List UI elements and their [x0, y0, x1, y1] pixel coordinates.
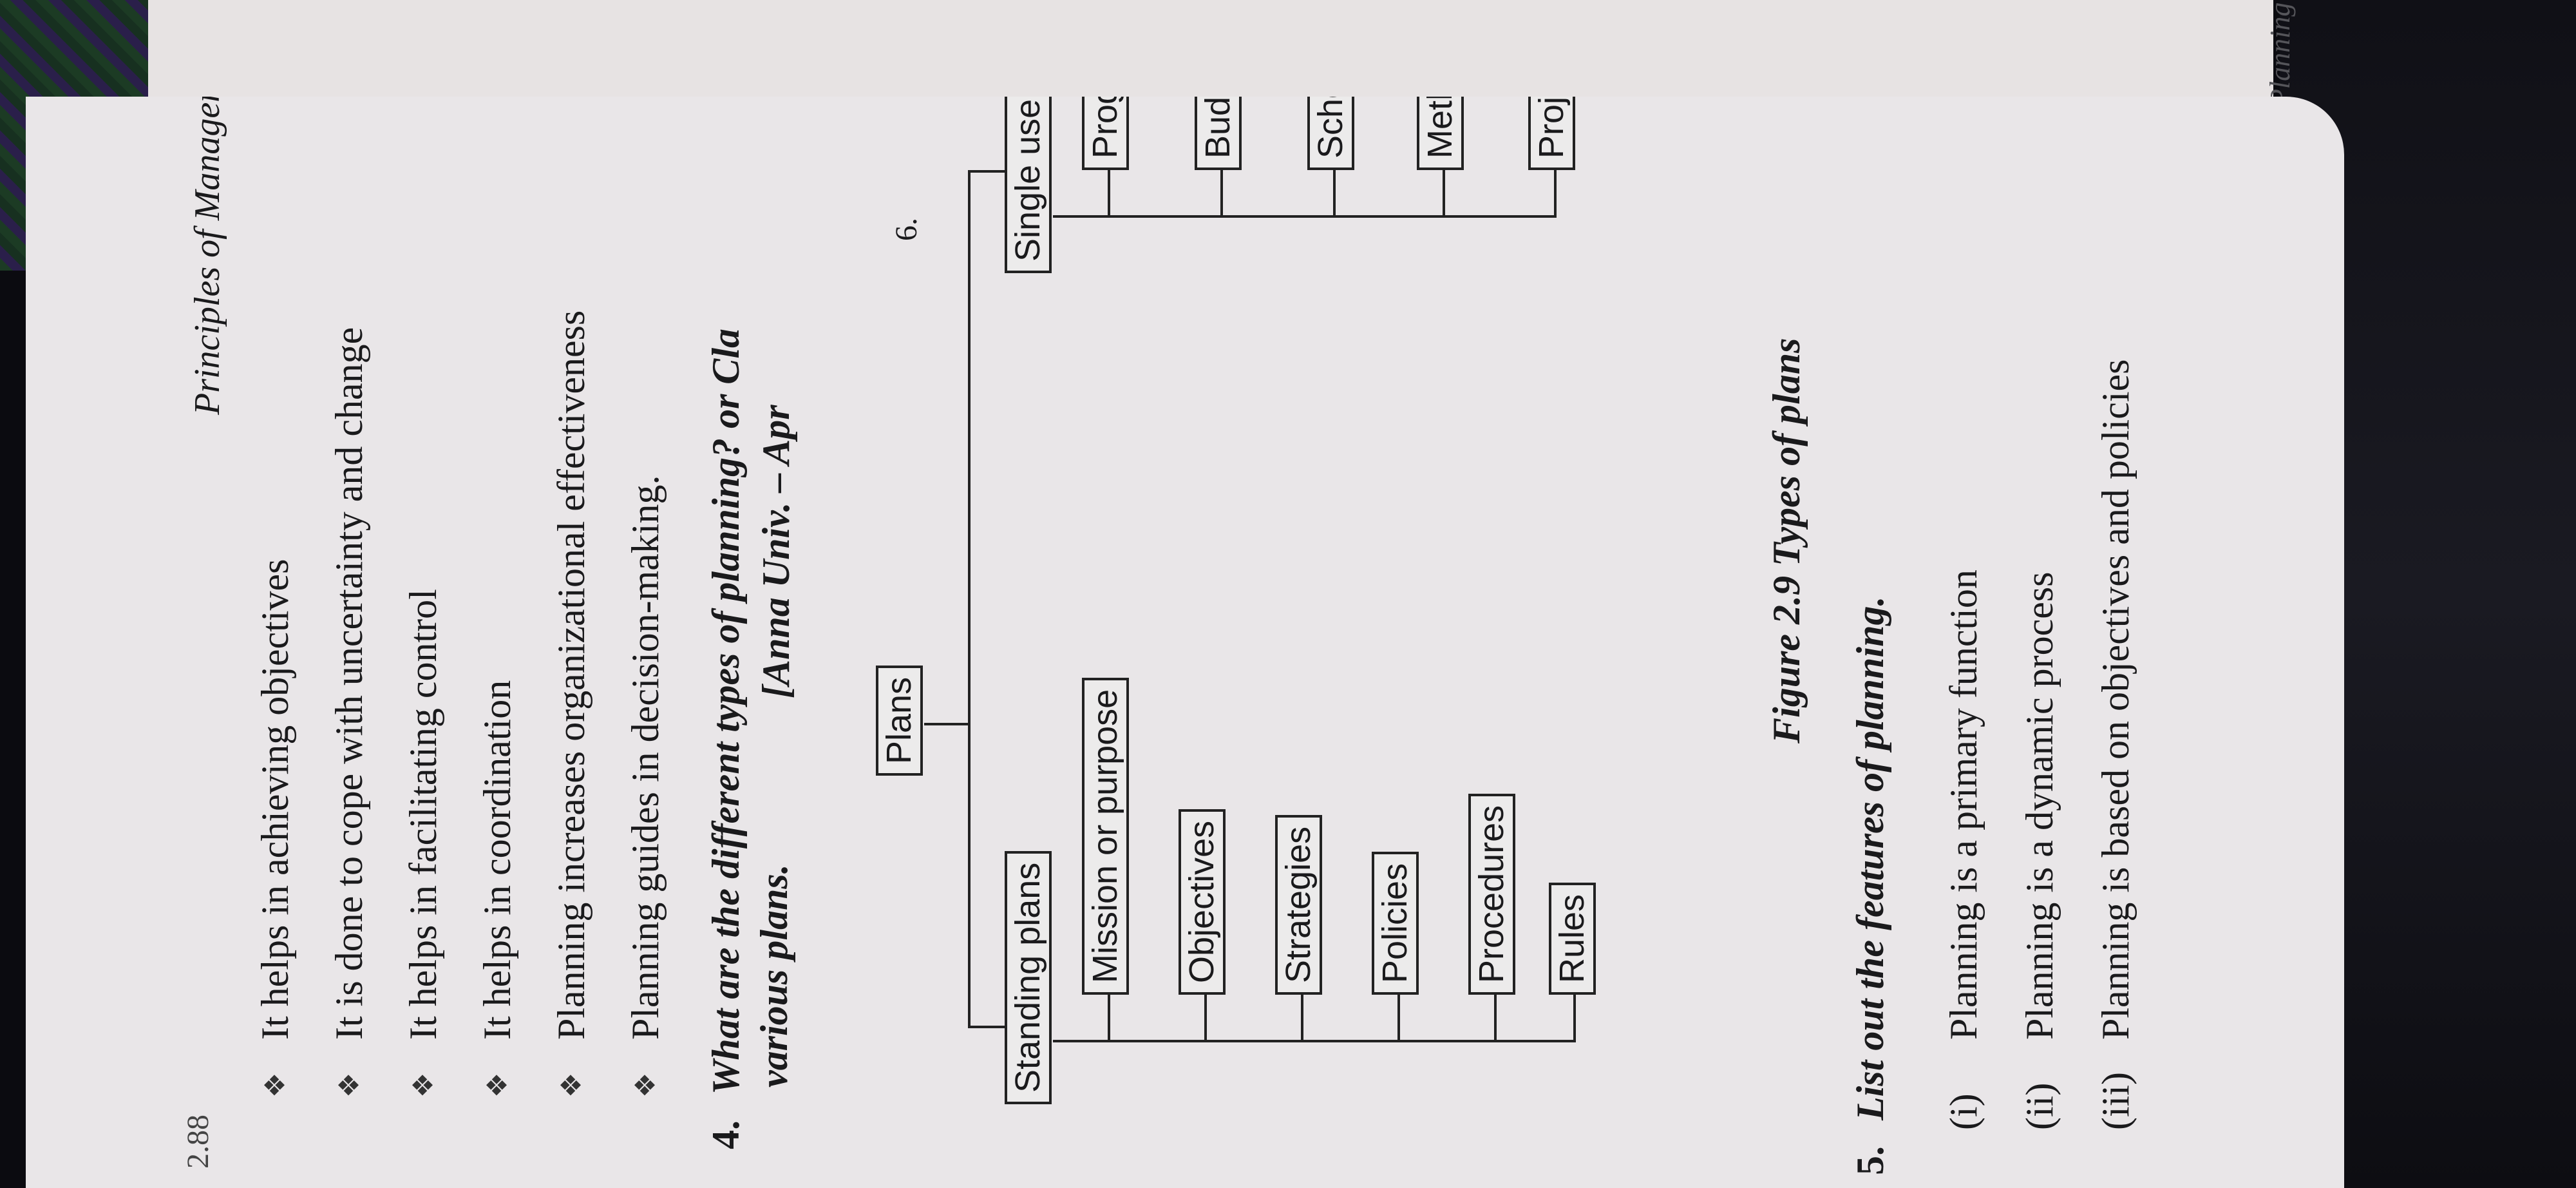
question-4: 4. What are the different types of planni…	[702, 329, 799, 1149]
bullet-item: ❖ Planning guides in decision-making.	[609, 311, 683, 1098]
list-text: Planning is a primary function	[1942, 570, 1985, 1040]
connector	[1333, 166, 1336, 218]
connector	[1053, 215, 1555, 218]
node-objectives: Objectives	[1179, 809, 1226, 995]
node-rules: Rules	[1549, 882, 1596, 995]
list-item: (ii) Planning is a dynamic process	[2002, 359, 2078, 1130]
node-budgets: Budgets	[1195, 97, 1242, 170]
question-text: List out the features of planning.	[1849, 596, 1891, 1120]
node-mission: Mission or purpose	[1082, 677, 1129, 995]
list-marker: (iii)	[2094, 1072, 2137, 1130]
bullet-icon: ❖	[482, 1072, 513, 1098]
connector	[1443, 166, 1445, 218]
bullet-icon: ❖	[260, 1072, 291, 1098]
node-strategies: Strategies	[1275, 814, 1322, 995]
node-projects: Projects	[1528, 97, 1575, 170]
question-text-line2: various plans.	[753, 864, 795, 1087]
connector	[1397, 991, 1400, 1042]
bullet-icon: ❖	[408, 1072, 439, 1098]
bullet-item: ❖ It helps in achieving objectives	[238, 311, 312, 1098]
node-procedures: Procedures	[1468, 793, 1515, 995]
bullet-item: ❖ It helps in coordination	[460, 311, 535, 1098]
book-page: 2.88 Principles of Management 6. ❖ It hel…	[26, 97, 2344, 1188]
bullet-text: It helps in facilitating control	[402, 589, 444, 1040]
bullet-item: ❖ It helps in facilitating control	[386, 311, 460, 1098]
bullet-icon: ❖	[556, 1072, 587, 1098]
bullet-text: It helps in coordination	[476, 680, 518, 1040]
connector	[1573, 991, 1576, 1042]
connector	[1108, 166, 1110, 218]
connector	[968, 171, 971, 1028]
bullet-text: It helps in achieving objectives	[254, 559, 296, 1040]
connector	[1301, 991, 1303, 1042]
running-header: Principles of Management	[187, 97, 227, 415]
connector	[1220, 166, 1223, 218]
node-policies: Policies	[1372, 851, 1419, 995]
bullet-text: Planning guides in decision-making.	[624, 475, 667, 1040]
node-methods: Methods	[1417, 97, 1464, 170]
figure-caption: Figure 2.9 Types of plans	[1765, 338, 1808, 743]
node-single-use-plans: Single use plans	[1005, 97, 1052, 273]
back-page-header: Planning	[2264, 2, 2296, 106]
list-marker: (i)	[1942, 1093, 1985, 1130]
connector	[968, 1026, 1007, 1028]
connector	[1554, 166, 1557, 218]
bullet-item: ❖ It is done to cope with uncertainty and…	[312, 311, 386, 1098]
page-number: 2.88	[181, 1115, 215, 1169]
bullet-icon: ❖	[630, 1072, 661, 1098]
connector	[1494, 991, 1497, 1042]
list-marker: (ii)	[2018, 1082, 2061, 1130]
connector	[1108, 991, 1110, 1042]
features-list: (i) Planning is a primary function (ii) Pl…	[1926, 359, 2154, 1130]
question-5: 5. List out the features of planning.	[1848, 597, 1893, 1175]
list-text: Planning is a dynamic process	[2018, 571, 2061, 1040]
connector	[924, 723, 969, 725]
question-text-line1: What are the different types of planning…	[705, 329, 747, 1095]
question-number: 5.	[1849, 1146, 1891, 1175]
node-programmes: Programmes	[1082, 97, 1129, 170]
bullet-text: It is done to cope with uncertainty and …	[328, 327, 370, 1040]
question-number: 4.	[705, 1120, 747, 1149]
node-schedules: Schedules	[1307, 97, 1354, 170]
bullet-icon: ❖	[334, 1072, 365, 1098]
list-item: (iii) Planning is based on objectives and…	[2078, 359, 2154, 1130]
list-item: (i) Planning is a primary function	[1926, 359, 2002, 1130]
node-standing-plans: Standing plans	[1005, 850, 1052, 1104]
connector	[1204, 991, 1207, 1042]
bullet-item: ❖ Planning increases organizational effec…	[535, 311, 609, 1098]
edge-number: 6.	[889, 218, 923, 241]
question-citation: [Anna Univ. – Apr	[755, 405, 797, 698]
bullet-list: ❖ It helps in achieving objectives ❖ It is…	[238, 311, 683, 1098]
bullet-text: Planning increases organizational effect…	[550, 310, 592, 1040]
node-plans: Plans	[876, 665, 923, 776]
connector	[968, 170, 1007, 173]
list-text: Planning is based on objectives and poli…	[2094, 359, 2137, 1040]
page-content: 2.88 Principles of Management 6. ❖ It hel…	[26, 97, 2344, 1188]
